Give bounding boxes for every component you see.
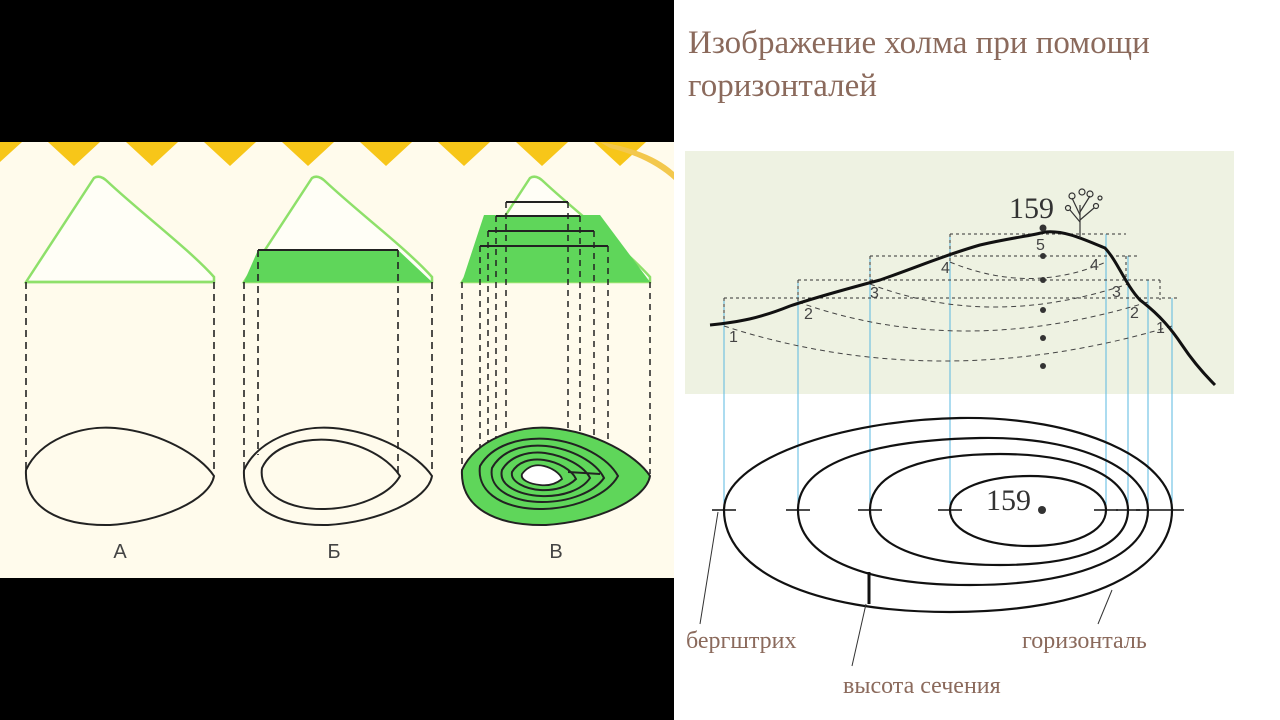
bottom-black-band (0, 578, 674, 720)
level-number: 1 (1156, 320, 1165, 337)
contour-b-inner (260, 438, 402, 511)
figure-v: В (459, 175, 652, 563)
contour-2 (796, 436, 1150, 587)
slide-title: Изображение холма при помощи горизонтале… (688, 25, 1150, 104)
level-number: 5 (1036, 237, 1045, 254)
level-number: 2 (1130, 305, 1139, 322)
plan-summit-height: 159 (986, 484, 1031, 517)
level-number: 3 (870, 285, 879, 302)
level-numbers-right: 4 3 2 1 (1090, 257, 1165, 337)
level-numbers-left: 1 2 3 4 5 (729, 237, 1045, 346)
level-number: 1 (729, 329, 738, 346)
figure-label-a: А (113, 541, 127, 563)
profile-panel (685, 151, 1234, 394)
center-dots (1039, 224, 1047, 369)
level-number: 4 (941, 260, 950, 277)
section-arcs (723, 261, 1173, 362)
level-number: 2 (804, 306, 813, 323)
level-number: 3 (1112, 284, 1121, 301)
terrain-profile (709, 230, 1217, 387)
level-number: 4 (1090, 257, 1099, 274)
level-lines (723, 233, 1180, 325)
plan-contours (722, 416, 1174, 614)
figure-a: А (23, 175, 216, 563)
callout-leaders (699, 511, 1113, 667)
profile-summit-height: 159 (1009, 192, 1054, 225)
hill-side-view-a (23, 175, 216, 284)
figure-label-b: Б (327, 541, 340, 563)
callout-contour: горизонталь (1022, 628, 1147, 654)
top-black-band (0, 0, 674, 142)
figure-label-v: В (549, 541, 562, 563)
contour-v-rings (478, 437, 620, 511)
green-slice-b (244, 250, 432, 282)
callout-section-height: высота сечения (843, 673, 1001, 699)
callout-bergstrich: бергштрих (686, 628, 797, 654)
tree-icon (1064, 188, 1103, 238)
contour-b-outer (242, 426, 434, 527)
yellow-zigzag-border (0, 142, 674, 180)
figure-b: Б (241, 175, 434, 563)
plan-summit-dot (1038, 506, 1046, 514)
contour-a-outer (24, 426, 216, 527)
